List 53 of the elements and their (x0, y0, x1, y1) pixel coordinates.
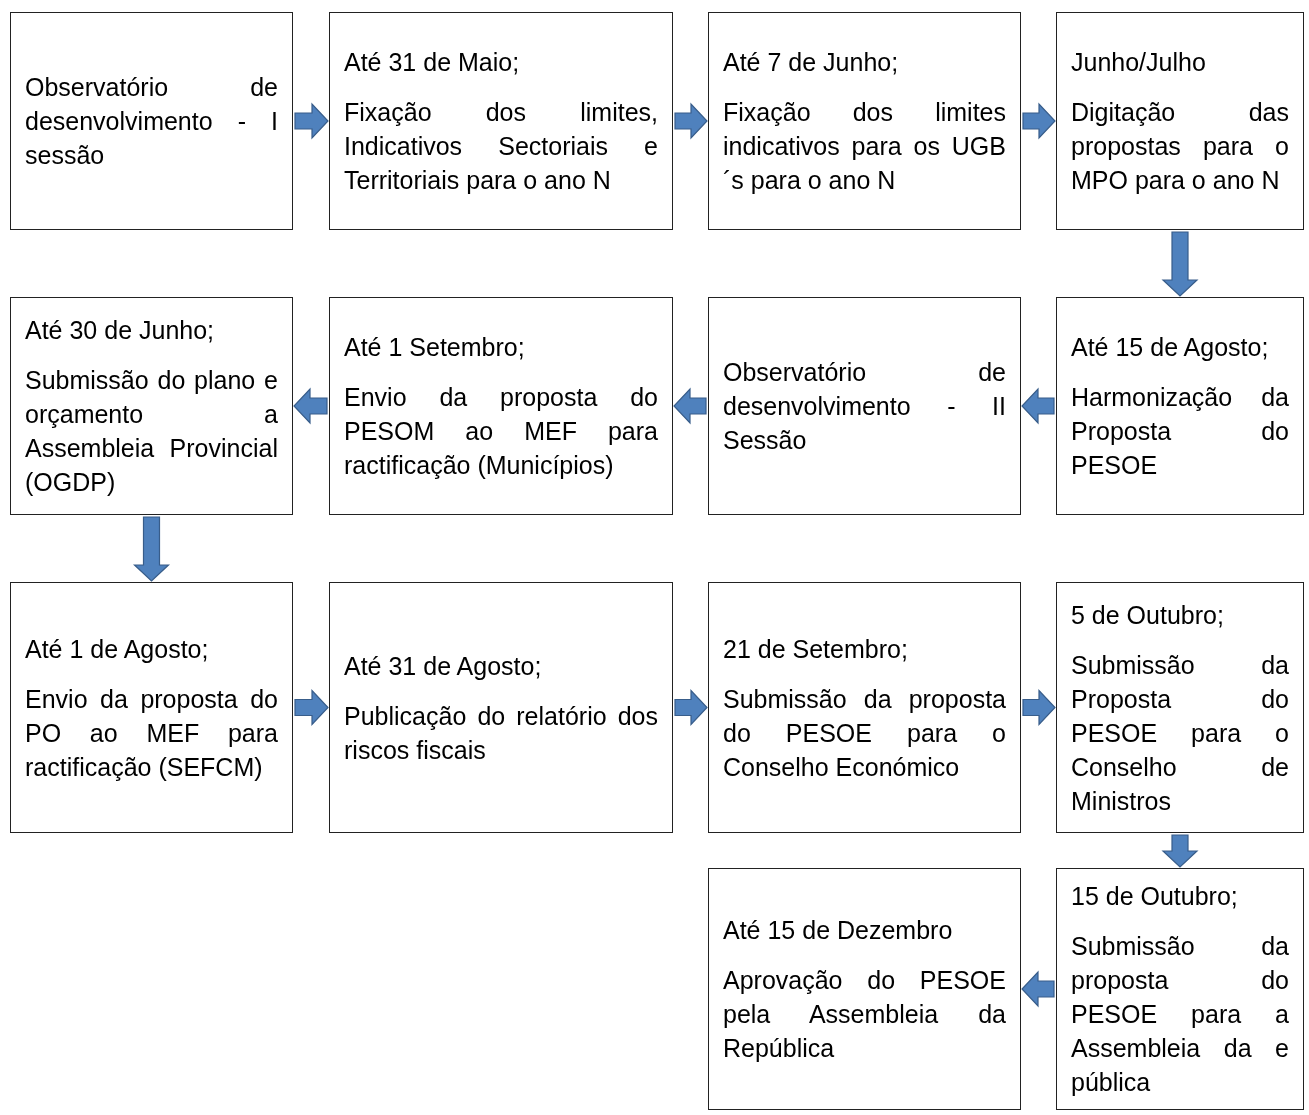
block-arrow (1161, 834, 1199, 868)
step-box (1056, 582, 1304, 833)
block-arrow (293, 387, 328, 425)
step-box (708, 868, 1021, 1110)
step-description: Envio da proposta do PO ao MEF para ractificação (SEFCM) (25, 683, 278, 783)
step-description: Aprovação do PESOE pela Assembleia da República (723, 965, 1006, 1064)
step-date: Até 31 de Maio; (344, 47, 521, 78)
step-description: Submissão da proposta do PESOE para o Conselho Económico (723, 683, 1006, 783)
step-box (10, 582, 293, 833)
step-date: 21 de Setembro; (723, 633, 909, 665)
block-arrow (674, 102, 708, 140)
step-date: Até 31 de Agosto; (344, 650, 543, 682)
step-date: Até 15 de Dezembro (723, 915, 954, 946)
step-box (1056, 868, 1304, 1110)
step-box (10, 297, 293, 515)
step-box (1056, 297, 1304, 515)
block-arrow (673, 387, 707, 425)
step-date: Até 30 de Junho; (25, 315, 216, 346)
step-description: Submissão da Proposta do PESOE para o Conselho de Ministros (1071, 649, 1289, 817)
step-box (329, 582, 673, 833)
block-arrow (294, 689, 329, 726)
step-description: Harmonização da Proposta do PESOE (1071, 382, 1289, 481)
step-box (708, 297, 1021, 515)
step-description: Publicação do relatório dos riscos fiscais (344, 700, 658, 766)
step-description: Observatório de desenvolvimento - II Sessão (723, 357, 1006, 456)
block-arrow (1022, 689, 1056, 726)
step-description: Observatório de desenvolvimento - I sessão (25, 72, 278, 171)
step-date: Até 1 de Agosto; (25, 633, 210, 665)
step-box (329, 297, 673, 515)
block-arrow (1161, 231, 1199, 297)
step-box (708, 582, 1021, 833)
step-date: Até 1 Setembro; (344, 332, 526, 363)
step-date: Até 15 de Agosto; (1071, 332, 1270, 363)
step-box (708, 12, 1021, 230)
step-date: 15 de Outubro; (1071, 881, 1239, 912)
step-box (1056, 12, 1304, 230)
step-date: Até 7 de Junho; (723, 47, 900, 78)
block-arrow (1021, 970, 1055, 1008)
step-description: Digitação das propostas para o MPO para o ano N (1071, 97, 1289, 196)
step-description: Submissão do plano e orçamento a Assembleia Provincial (OGDP) (25, 365, 278, 498)
step-description: Fixação dos limites, Indicativos Sectoriais e Territoriais para o ano N (344, 97, 658, 196)
block-arrow (294, 102, 329, 140)
block-arrow (1022, 102, 1056, 140)
block-arrow (674, 689, 708, 726)
block-arrow (133, 516, 170, 582)
block-arrow (1021, 387, 1055, 425)
step-date: Junho/Julho (1071, 47, 1207, 78)
step-box (329, 12, 673, 230)
step-date: 5 de Outubro; (1071, 599, 1225, 631)
step-box (10, 12, 293, 230)
step-description: Envio da proposta do PESOM ao MEF para ractificação (Municípios) (344, 382, 658, 481)
step-description: Submissão da proposta do PESOE para a Assembleia da e pública (1071, 931, 1289, 1098)
step-description: Fixação dos limites indicativos para os UGB´s para o ano N (723, 97, 1006, 196)
